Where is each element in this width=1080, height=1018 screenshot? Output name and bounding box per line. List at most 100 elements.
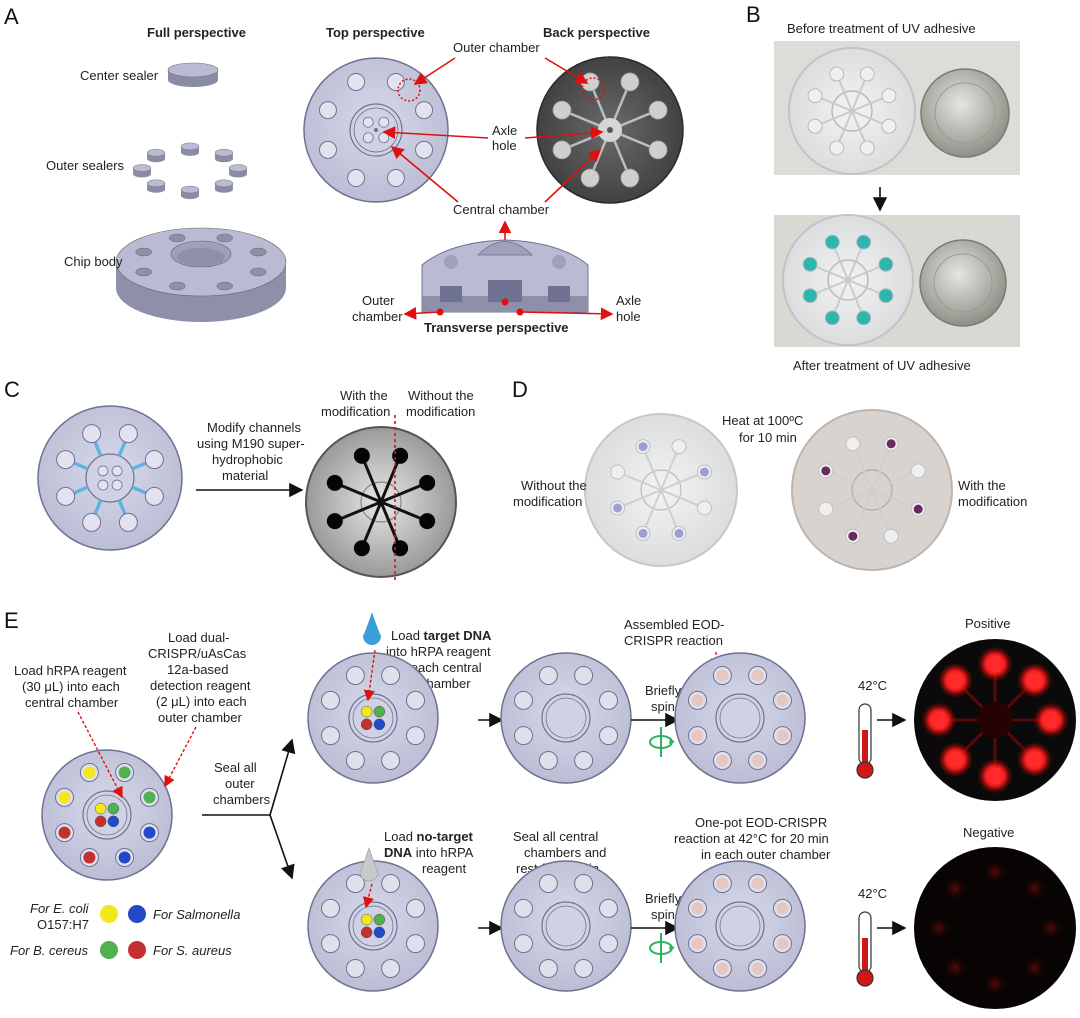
b-chamber <box>881 118 897 134</box>
back-outer-well <box>620 168 640 188</box>
e-outer-fill <box>83 766 96 779</box>
outer-sealers-icon <box>132 142 248 200</box>
e-onepot-3: in each outer chamber <box>701 847 831 862</box>
neg-spot <box>1022 955 1047 980</box>
e-central-fill <box>373 705 386 718</box>
top-perspective-chip <box>303 57 449 203</box>
chip-body-hole <box>135 267 152 277</box>
central-chamber-label: Central chamber <box>453 202 550 217</box>
d-dot <box>638 442 648 452</box>
c-photo-channel <box>334 500 382 523</box>
thermometer-icon-bottom <box>856 911 874 987</box>
pos-spot <box>1026 751 1043 768</box>
e-chip-center <box>541 693 591 743</box>
e-outer-fill <box>118 851 131 864</box>
c-channel <box>93 440 103 457</box>
back-outer-well <box>580 168 600 188</box>
outer-sealer-top <box>146 179 166 188</box>
e-chip-top-sealed <box>500 652 632 784</box>
e-outer-fill <box>58 826 71 839</box>
e-spin-bottom: spin <box>651 907 675 922</box>
c-photo-channel <box>380 481 428 504</box>
outer-sealers-label: Outer sealers <box>46 158 125 173</box>
e-chip-center-rim <box>719 905 761 947</box>
c-outer-well <box>82 512 102 532</box>
chip-body-hole <box>169 281 186 291</box>
e-outer-fill <box>716 962 729 975</box>
e-outer-well <box>321 934 341 954</box>
e-outer-fill <box>143 826 156 839</box>
e-outer-fill <box>143 791 156 804</box>
e-initial-chip <box>41 749 173 881</box>
e-outer-well <box>598 898 618 918</box>
pos-spot <box>931 712 947 728</box>
after-uv-label: After treatment of UV adhesive <box>793 358 971 373</box>
e-outer-well <box>574 750 594 770</box>
transverse-axle-1: Axle <box>616 293 641 308</box>
e-outer-well <box>405 726 425 746</box>
e-briefly-bottom: Briefly <box>645 891 682 906</box>
outer-sealer-top <box>180 185 200 194</box>
c-outer-well <box>56 450 76 470</box>
e-outer-well <box>538 874 558 894</box>
back-outer-well <box>648 140 668 160</box>
e-outer-well <box>538 958 558 978</box>
e-chip-center-rim <box>545 697 587 739</box>
d-chamber <box>910 463 926 479</box>
e-chip-center-rim <box>545 905 587 947</box>
outer-sealer-top <box>146 148 166 157</box>
c-photo-channel <box>360 455 383 503</box>
e-outer-well <box>538 666 558 686</box>
c-photo-dot <box>419 474 436 491</box>
d-channel <box>617 471 662 491</box>
e-central-fill <box>107 802 120 815</box>
e-outer-well <box>405 690 425 710</box>
back-perspective-chip <box>536 56 684 204</box>
e-outer-well <box>345 874 365 894</box>
d-channel <box>825 469 873 491</box>
legend-salmonella: For Salmonella <box>153 907 240 922</box>
e-seal-central-2: chambers and <box>524 845 606 860</box>
d-channel <box>871 469 919 491</box>
neg-spot <box>943 876 968 901</box>
chip-body-hole <box>216 233 233 243</box>
back-outer-well <box>620 72 640 92</box>
e-chip-center-rim <box>86 794 128 836</box>
d-channel <box>642 446 662 491</box>
thermometer-icon-top <box>856 703 874 779</box>
top-outer-well <box>347 72 366 91</box>
pos-spot <box>1026 672 1043 689</box>
outer-sealer-base <box>133 170 151 178</box>
d-dot <box>613 503 623 513</box>
chip-body-icon <box>115 227 287 322</box>
pos-spot <box>1043 712 1059 728</box>
c-with-1: With the <box>340 388 388 403</box>
e-central-fill <box>360 718 373 731</box>
b-chamber <box>802 288 818 304</box>
transverse-perspective-title: Transverse perspective <box>424 320 569 335</box>
e-outer-fill <box>691 694 704 707</box>
b-chamber <box>807 88 823 104</box>
b-chamber <box>829 66 845 82</box>
e-negative-label: Negative <box>963 825 1014 840</box>
e-outer-well <box>381 666 401 686</box>
outer-chamber-label: Outer chamber <box>453 40 540 55</box>
legend-yellow-dot <box>100 905 118 923</box>
chip-body-hole <box>216 281 233 291</box>
c-channel <box>72 461 89 471</box>
e-outer-fill <box>118 766 131 779</box>
pos-center <box>977 702 1013 738</box>
top-outer-well <box>318 140 337 159</box>
c-photo-channel <box>334 481 382 504</box>
e-central-fill <box>360 705 373 718</box>
d-chamber <box>671 439 687 455</box>
e-positive-label: Positive <box>965 616 1011 631</box>
top-central-well <box>362 132 374 144</box>
panel-b-letter: B <box>746 2 761 27</box>
d-without-1: Without the <box>521 478 587 493</box>
panel-a-letter: A <box>4 4 19 29</box>
c-outer-well <box>118 424 138 444</box>
e-outer-fill <box>751 962 764 975</box>
e-outer-well <box>574 666 594 686</box>
